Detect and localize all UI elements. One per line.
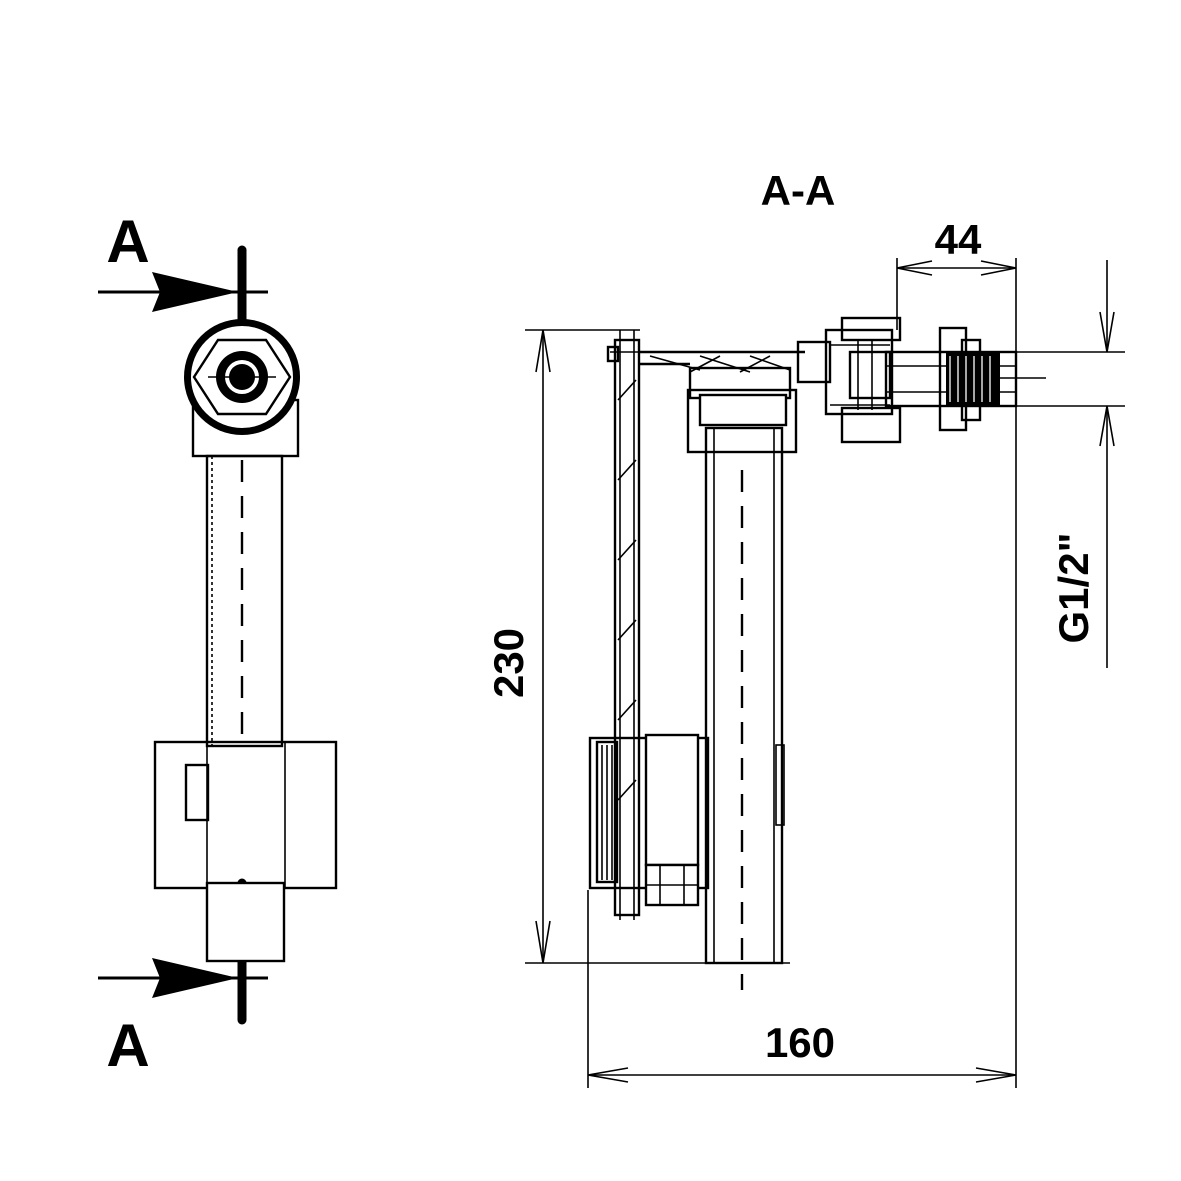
dimension-160 [587,890,1017,1088]
section-title: A-A [761,167,836,214]
section-arrow-bottom [98,958,268,998]
valve-head [184,319,300,458]
section-tube [686,366,798,990]
front-tube [205,454,284,748]
dimension-44 [896,258,1017,1088]
dimension-230-label: 230 [485,628,532,698]
section-label-top: A [106,208,149,275]
valve-body [796,316,1046,444]
section-view: 44 230 160 G1/2" [485,216,1125,1088]
front-float [153,740,338,963]
section-float [588,733,785,907]
dimension-44-label: 44 [935,216,982,263]
guide-rod [613,330,641,920]
dimension-thread [1016,260,1125,668]
section-label-bottom: A [106,1012,149,1079]
dimension-230 [525,329,790,964]
front-view: A A [98,208,338,1079]
dimension-thread-label: G1/2" [1050,533,1097,644]
section-arrow-top [98,272,268,312]
dimension-160-label: 160 [765,1019,835,1066]
